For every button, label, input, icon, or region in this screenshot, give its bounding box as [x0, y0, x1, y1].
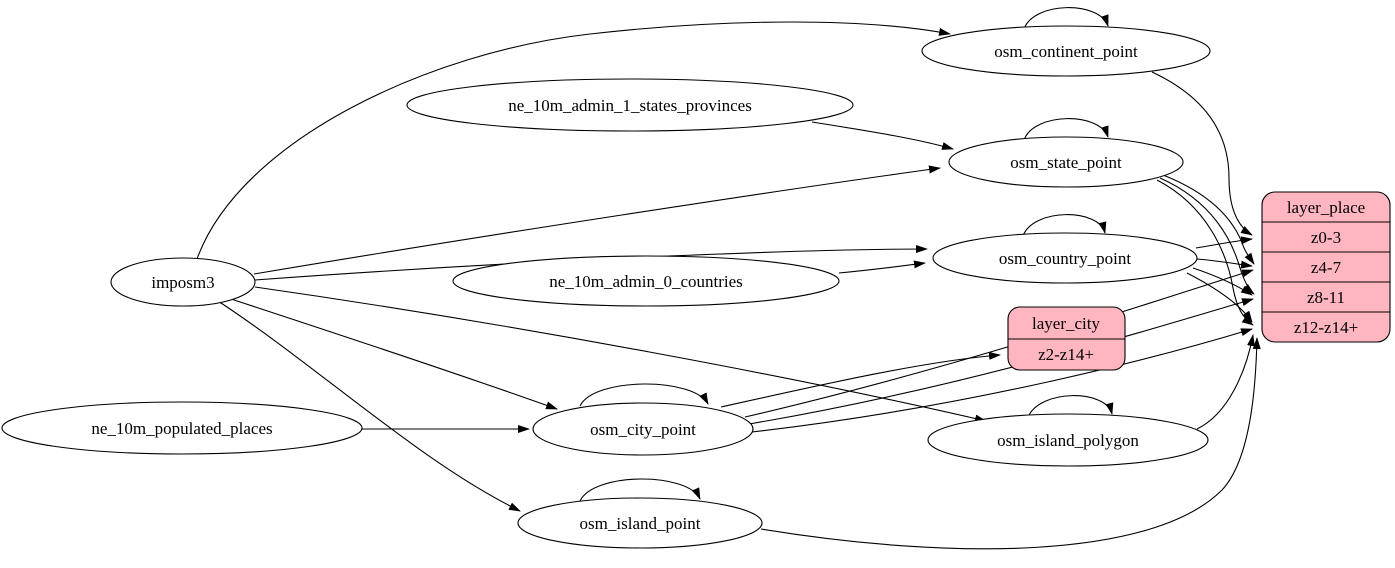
node-osm_state_point: osm_state_point: [948, 136, 1184, 188]
layer_place-row-z12-z14: z12-z14+: [1294, 318, 1358, 337]
layer_place-row-z8-11: z8-11: [1307, 288, 1345, 307]
edge-imposm3-osm_island_polygon: [254, 286, 987, 423]
node-ne_10m_populated_places: ne_10m_populated_places: [1, 401, 363, 455]
self-loop-osm_continent_point: [1023, 7, 1109, 30]
edge-osm_city_point-layer_place-z12-z14: [751, 328, 1253, 433]
layer_place-row-z4-7: z4-7: [1311, 258, 1342, 277]
self-loop-osm_island_point: [579, 478, 701, 502]
node-ne_10m_admin_1_states_provinces: ne_10m_admin_1_states_provinces: [406, 78, 854, 132]
node-layer_city: layer_city z2-z14+: [1007, 306, 1126, 371]
osm_city_point-label: osm_city_point: [590, 420, 696, 439]
self-loop-osm_city_point: [579, 383, 709, 407]
osm_island_polygon-ellipse: [927, 413, 1209, 467]
edge-imposm3-osm_island_point: [217, 300, 521, 512]
edge-osm_state_point-layer_place-z4-7: [1162, 174, 1255, 265]
edge-osm_continent_point-layer_place-z0-3: [1151, 71, 1253, 236]
node-osm_country_point: osm_country_point: [932, 232, 1198, 284]
edge-osm_island_polygon-layer_place-z12-z14: [1196, 334, 1255, 430]
edge-imposm3-osm_state_point: [253, 165, 941, 275]
node-osm_city_point: osm_city_point: [532, 402, 754, 456]
layer_place-title: layer_place: [1287, 198, 1365, 217]
osm_island_point-label: osm_island_point: [580, 514, 701, 533]
edge-osm_country_point-layer_place-z8-11: [1192, 267, 1253, 296]
node-osm_island_point: osm_island_point: [517, 497, 763, 549]
node-ne_10m_admin_0_countries: ne_10m_admin_0_countries: [452, 255, 840, 307]
edge-osm_country_point-layer_place-z0-3: [1195, 236, 1253, 249]
edge-imposm3-osm_city_point: [227, 297, 558, 410]
edge-osm_island_point-layer_place-z12-z14: [760, 337, 1261, 550]
edge-osm_country_point-layer_place-z4-7: [1196, 258, 1253, 269]
node-osm_island_polygon: osm_island_polygon: [927, 413, 1209, 467]
ne_10m_admin_0_countries-label: ne_10m_admin_0_countries: [549, 272, 743, 291]
self-loop-osm_island_polygon: [1027, 395, 1114, 418]
osm_state_point-ellipse: [948, 136, 1184, 188]
imposm3-label: imposm3: [151, 273, 214, 292]
node-imposm3: imposm3: [110, 257, 256, 307]
osm_continent_point-label: osm_continent_point: [994, 42, 1138, 61]
layer_city-row-z2-z14: z2-z14+: [1038, 345, 1094, 364]
self-loop-osm_state_point: [1023, 118, 1109, 141]
osm_country_point-label: osm_country_point: [999, 249, 1131, 268]
edge-ne_10m_admin_0_countries-osm_country_point: [838, 260, 926, 274]
edge-ne_10m_admin_1_states_provinces-osm_state_point: [811, 121, 954, 150]
osm_country_point-ellipse: [932, 232, 1198, 284]
osm_island_point-ellipse: [517, 497, 763, 549]
imposm3-ellipse: [110, 257, 256, 307]
osm_city_point-ellipse: [532, 402, 754, 456]
self-loop-osm_country_point: [1022, 214, 1107, 237]
edge-osm_state_point-layer_place-z8-11: [1159, 177, 1255, 295]
osm_state_point-label: osm_state_point: [1010, 153, 1122, 172]
ne_10m_admin_0_countries-ellipse: [452, 255, 840, 307]
ne_10m_populated_places-ellipse: [1, 401, 363, 455]
edge-imposm3-osm_continent_point: [196, 21, 951, 260]
node-layer_place: layer_place z0-3 z4-7 z8-11 z12-z14+: [1261, 191, 1391, 343]
edge-osm_country_point-layer_place-z12-z14: [1186, 272, 1253, 323]
layer_place-row-z0-3: z0-3: [1311, 228, 1341, 247]
layer_city-title: layer_city: [1032, 314, 1100, 333]
osm_island_polygon-label: osm_island_polygon: [997, 431, 1139, 450]
layer_place-box: [1261, 191, 1391, 343]
ne_10m_admin_1_states_provinces-ellipse: [406, 78, 854, 132]
edge-osm_city_point-layer_place-z8-11: [748, 298, 1254, 425]
node-osm_continent_point: osm_continent_point: [921, 25, 1211, 77]
ne_10m_admin_1_states_provinces-label: ne_10m_admin_1_states_provinces: [508, 96, 752, 115]
ne_10m_populated_places-label: ne_10m_populated_places: [91, 419, 272, 438]
osm_continent_point-ellipse: [921, 25, 1211, 77]
